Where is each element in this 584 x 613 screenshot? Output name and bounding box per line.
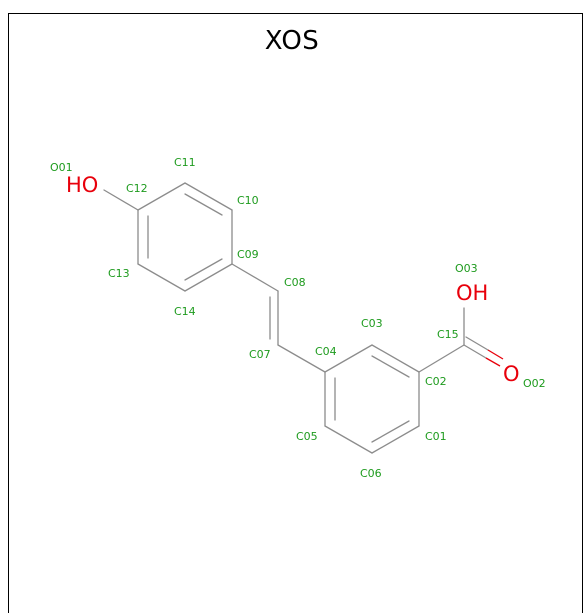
vinyl-bridge [231, 263, 326, 373]
bond-c10-c11-inner [184, 193, 223, 216]
atom-label-o01: O01 [50, 161, 73, 174]
atom-label-c12: C12 [126, 182, 148, 195]
atom-label-c06: C06 [360, 467, 382, 480]
molecule-diagram: HO OH O O01 C11 C12 C10 C09 C13 C08 C14 … [50, 156, 546, 480]
bond-c09-c08 [231, 263, 279, 292]
bond-c02-c15 [418, 344, 465, 373]
page-title: XOS [264, 26, 320, 56]
atom-label-c11: C11 [174, 156, 196, 169]
bond-c01-c06 [371, 425, 420, 454]
atom-label-c13: C13 [108, 267, 130, 280]
carboxyl-group [418, 307, 504, 373]
atom-label-c03: C03 [361, 317, 383, 330]
bond-c14-c09 [184, 263, 233, 292]
bond-c06-c05 [324, 425, 373, 454]
atom-label-c15: C15 [437, 328, 459, 341]
atom-label-c07: C07 [249, 348, 271, 361]
bond-c10-c11 [184, 182, 233, 211]
bond-c15-o02-b-red [487, 349, 504, 360]
atom-o02-symbol: O [503, 362, 520, 386]
atom-label-c14: C14 [174, 305, 196, 318]
bond-c03-c02 [371, 344, 420, 373]
bond-c14-c09-inner [184, 258, 223, 281]
atom-label-c08: C08 [284, 276, 306, 289]
bond-c15-o02-b [465, 336, 489, 351]
atom-label-c01: C01 [425, 430, 447, 443]
atom-label-c02: C02 [425, 375, 447, 388]
bond-c15-o02-a [463, 344, 487, 359]
atom-label-c10: C10 [237, 194, 259, 207]
bond-c13-c14 [137, 263, 186, 292]
benzoic-ring [324, 344, 420, 454]
atom-label-c09: C09 [237, 248, 259, 261]
atom-label-c05: C05 [296, 430, 318, 443]
diagram-frame [8, 13, 583, 613]
phenol-ring [137, 182, 233, 292]
bond-c03-c02-inner [371, 355, 410, 378]
atom-label-o02: O02 [523, 377, 546, 390]
bond-c04-c03 [324, 344, 373, 373]
bond-c15-o02-a-red [485, 357, 501, 367]
bond-c12-o01 [103, 189, 139, 211]
atom-label-c04: C04 [315, 345, 337, 358]
bond-c07-c04 [277, 344, 326, 373]
atom-label-o03: O03 [455, 262, 478, 275]
atom-o01-symbol: HO [66, 173, 98, 197]
bond-c11-c12 [137, 182, 186, 211]
bond-c01-c06-inner [371, 420, 410, 443]
atom-o03-symbol: OH [456, 281, 488, 305]
